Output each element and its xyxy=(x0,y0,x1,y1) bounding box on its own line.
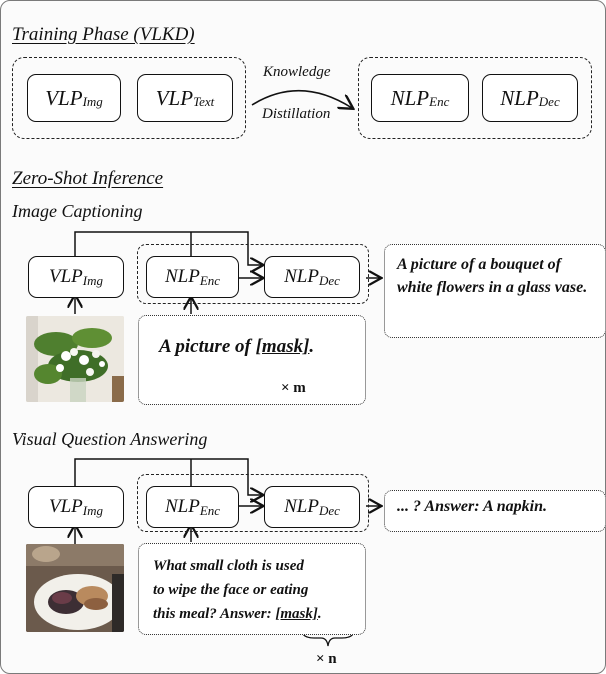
module-subscript: Enc xyxy=(199,273,221,288)
vqa-nlp-group xyxy=(137,474,369,532)
meal-photo xyxy=(26,544,124,632)
module-base: NLP xyxy=(284,496,319,517)
module-base: VLP xyxy=(45,85,83,110)
vqa-question-line-2: to wipe the face or eating xyxy=(153,582,309,598)
module-base: VLP xyxy=(49,496,83,517)
distillation-arrow xyxy=(251,89,352,108)
flowers-photo-drawing xyxy=(26,316,124,402)
caption-mask-token: [mask] xyxy=(255,336,310,357)
vqa-question-line-1: What small cloth is used xyxy=(153,558,304,574)
nlp-student-group xyxy=(358,57,592,139)
module-base: NLP xyxy=(164,496,200,517)
module-base: NLP xyxy=(390,85,430,110)
image-captioning-title: Image Captioning xyxy=(12,201,143,221)
flowers-photo xyxy=(26,316,124,402)
module-base: NLP xyxy=(500,85,539,110)
knowledge-label: Knowledge xyxy=(263,64,331,80)
meal-photo-drawing xyxy=(26,544,124,632)
vqa-question-prefix: this meal? Answer: xyxy=(153,606,276,622)
vlp-teacher-group xyxy=(12,57,246,139)
vqa-question-text: What small cloth is used to wipe the fac… xyxy=(153,554,322,626)
vqa-title: Visual Question Answering xyxy=(12,429,208,449)
vqa-prompt-box: What small cloth is used to wipe the fac… xyxy=(138,543,366,635)
module-subscript: Enc xyxy=(429,94,450,109)
module-base: NLP xyxy=(284,266,319,287)
caption-output-text: A picture of a bouquet of white flowers … xyxy=(397,256,588,296)
zero-shot-inference-title: Zero-Shot Inference xyxy=(12,168,164,189)
vqa-output-box: ... ? Answer: A napkin. xyxy=(384,490,606,532)
vqa-multiplier: × n xyxy=(316,651,337,667)
caption-prompt-prefix: A picture of xyxy=(159,336,256,357)
vqa-question-suffix: . xyxy=(317,606,322,622)
module-subscript: Img xyxy=(82,273,103,288)
caption-prompt-box: A picture of [mask]. × m xyxy=(138,315,366,405)
module-subscript: Dec xyxy=(318,503,340,518)
module-subscript: Enc xyxy=(199,503,221,518)
vqa-question-line-3: this meal? Answer: [mask]. xyxy=(153,602,322,626)
distillation-label: Distillation xyxy=(262,106,331,122)
module-subscript: Dec xyxy=(318,273,340,288)
vqa-vlp-to-dec-line xyxy=(74,458,262,495)
training-phase-title: Training Phase (VLKD) xyxy=(12,24,195,45)
vqa-mask-brace xyxy=(301,629,355,647)
caption-prompt-suffix: . xyxy=(309,336,315,357)
caption-output-box: A picture of a bouquet of white flowers … xyxy=(384,244,606,338)
module-base: NLP xyxy=(164,266,200,287)
caption-vlp-to-dec-line xyxy=(74,231,262,265)
caption-prompt-text: A picture of [mask]. xyxy=(159,336,314,358)
vqa-output-text: ... ? Answer: A napkin. xyxy=(397,498,547,515)
module-subscript: Text xyxy=(193,94,215,109)
caption-nlp-group xyxy=(137,244,369,304)
module-subscript: Dec xyxy=(538,94,560,109)
module-base: VLP xyxy=(155,85,194,110)
vqa-mask-token: [mask] xyxy=(275,606,318,622)
caption-multiplier: × m xyxy=(281,380,306,396)
module-subscript: Img xyxy=(82,94,103,109)
module-base: VLP xyxy=(49,266,83,287)
module-subscript: Img xyxy=(82,503,103,518)
